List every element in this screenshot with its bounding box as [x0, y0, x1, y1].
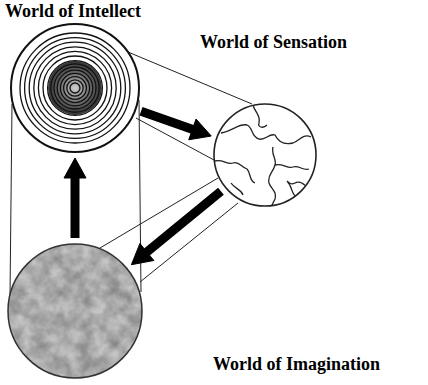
circle-outline — [213, 103, 317, 207]
world-circle: World of Intellect — [10, 23, 140, 153]
flow-arrow — [131, 191, 221, 265]
concentric-rings — [20, 33, 130, 143]
arrow-shaft — [71, 176, 80, 238]
arrow-head — [131, 243, 153, 264]
arrow-shaft — [141, 111, 194, 130]
flow-arrow — [141, 111, 211, 139]
ring-outline — [11, 24, 139, 152]
guide-line — [128, 52, 252, 104]
world-heading: World of Intellect — [5, 2, 141, 22]
arrow-head — [189, 119, 212, 140]
globe-outline — [214, 104, 316, 206]
cloud-texture — [7, 243, 143, 379]
circle-outline — [10, 23, 140, 153]
world-heading: World of Imagination — [213, 355, 380, 375]
map-coastlines — [215, 105, 311, 207]
world-circle: World of Imagination — [7, 243, 143, 379]
ring-core — [48, 61, 102, 115]
world-circle: World of Sensation — [213, 103, 317, 207]
cloud-ground — [8, 244, 142, 378]
arrow-shaft — [145, 191, 221, 253]
guide-line — [10, 104, 12, 296]
flow-arrow — [64, 158, 86, 238]
world-heading: World of Sensation — [200, 33, 347, 53]
arrow-head — [64, 158, 86, 178]
circle-outline — [7, 243, 143, 379]
cloud-outline — [8, 244, 142, 378]
